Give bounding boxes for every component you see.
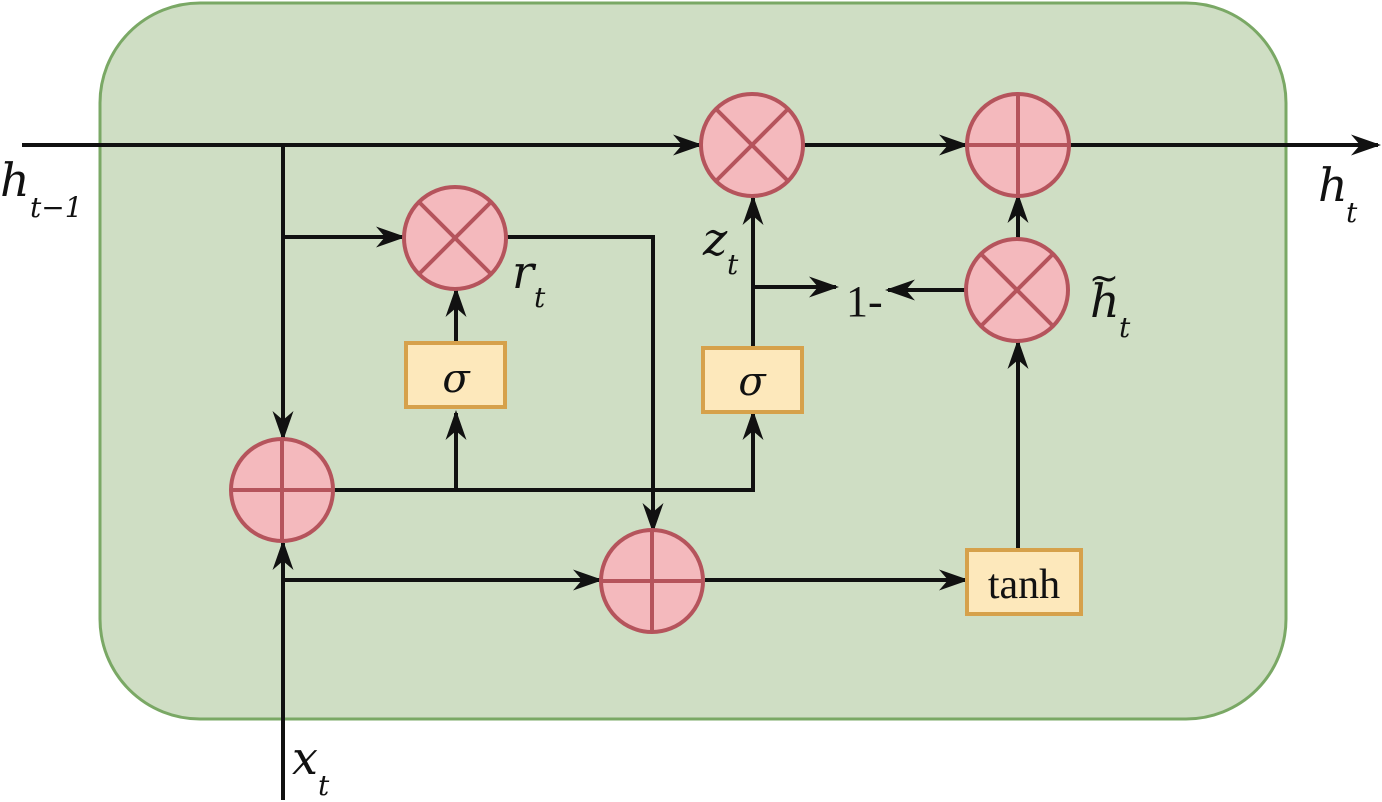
add-node-candidate [599, 528, 705, 634]
add-node-input [229, 437, 335, 543]
svg-text:t: t [727, 248, 739, 281]
svg-text:t: t [318, 769, 330, 802]
add-node-top [965, 92, 1071, 198]
h-prev-label: h t−1 [0, 153, 83, 224]
svg-text:t: t [1346, 196, 1358, 229]
svg-text:h: h [1318, 158, 1348, 212]
multiply-node-top [699, 92, 805, 198]
one-minus-label: 1- [846, 277, 883, 326]
sigma-reset-box: σ [404, 341, 507, 409]
svg-text:t: t [1119, 311, 1131, 344]
sigma-update-box: σ [701, 346, 804, 414]
svg-text:~: ~ [1089, 258, 1119, 299]
tanh-box: tanh [965, 548, 1083, 616]
svg-text:z: z [702, 212, 728, 266]
sigma-update-label: σ [738, 359, 767, 405]
add1-out-line [333, 410, 764, 492]
h-out-label: h t [1318, 158, 1358, 229]
svg-text:h: h [0, 153, 30, 207]
svg-text:x: x [292, 731, 318, 785]
multiply-node-candidate [964, 237, 1070, 343]
update-gate-label: z t [702, 212, 739, 281]
svg-text:h: h [1090, 274, 1120, 328]
reset-gate-label: r t [512, 245, 546, 314]
sigma-reset-label: σ [442, 356, 471, 402]
svg-text:t−1: t−1 [30, 191, 83, 224]
svg-text:r: r [512, 245, 537, 299]
reset-out-line [506, 235, 664, 533]
connections [22, 134, 1381, 800]
svg-text:t: t [534, 281, 546, 314]
candidate-label: ~ h t [1089, 258, 1131, 344]
x-input-label: x t [292, 731, 330, 802]
multiply-node-reset [402, 185, 508, 291]
tanh-label: tanh [988, 562, 1060, 608]
